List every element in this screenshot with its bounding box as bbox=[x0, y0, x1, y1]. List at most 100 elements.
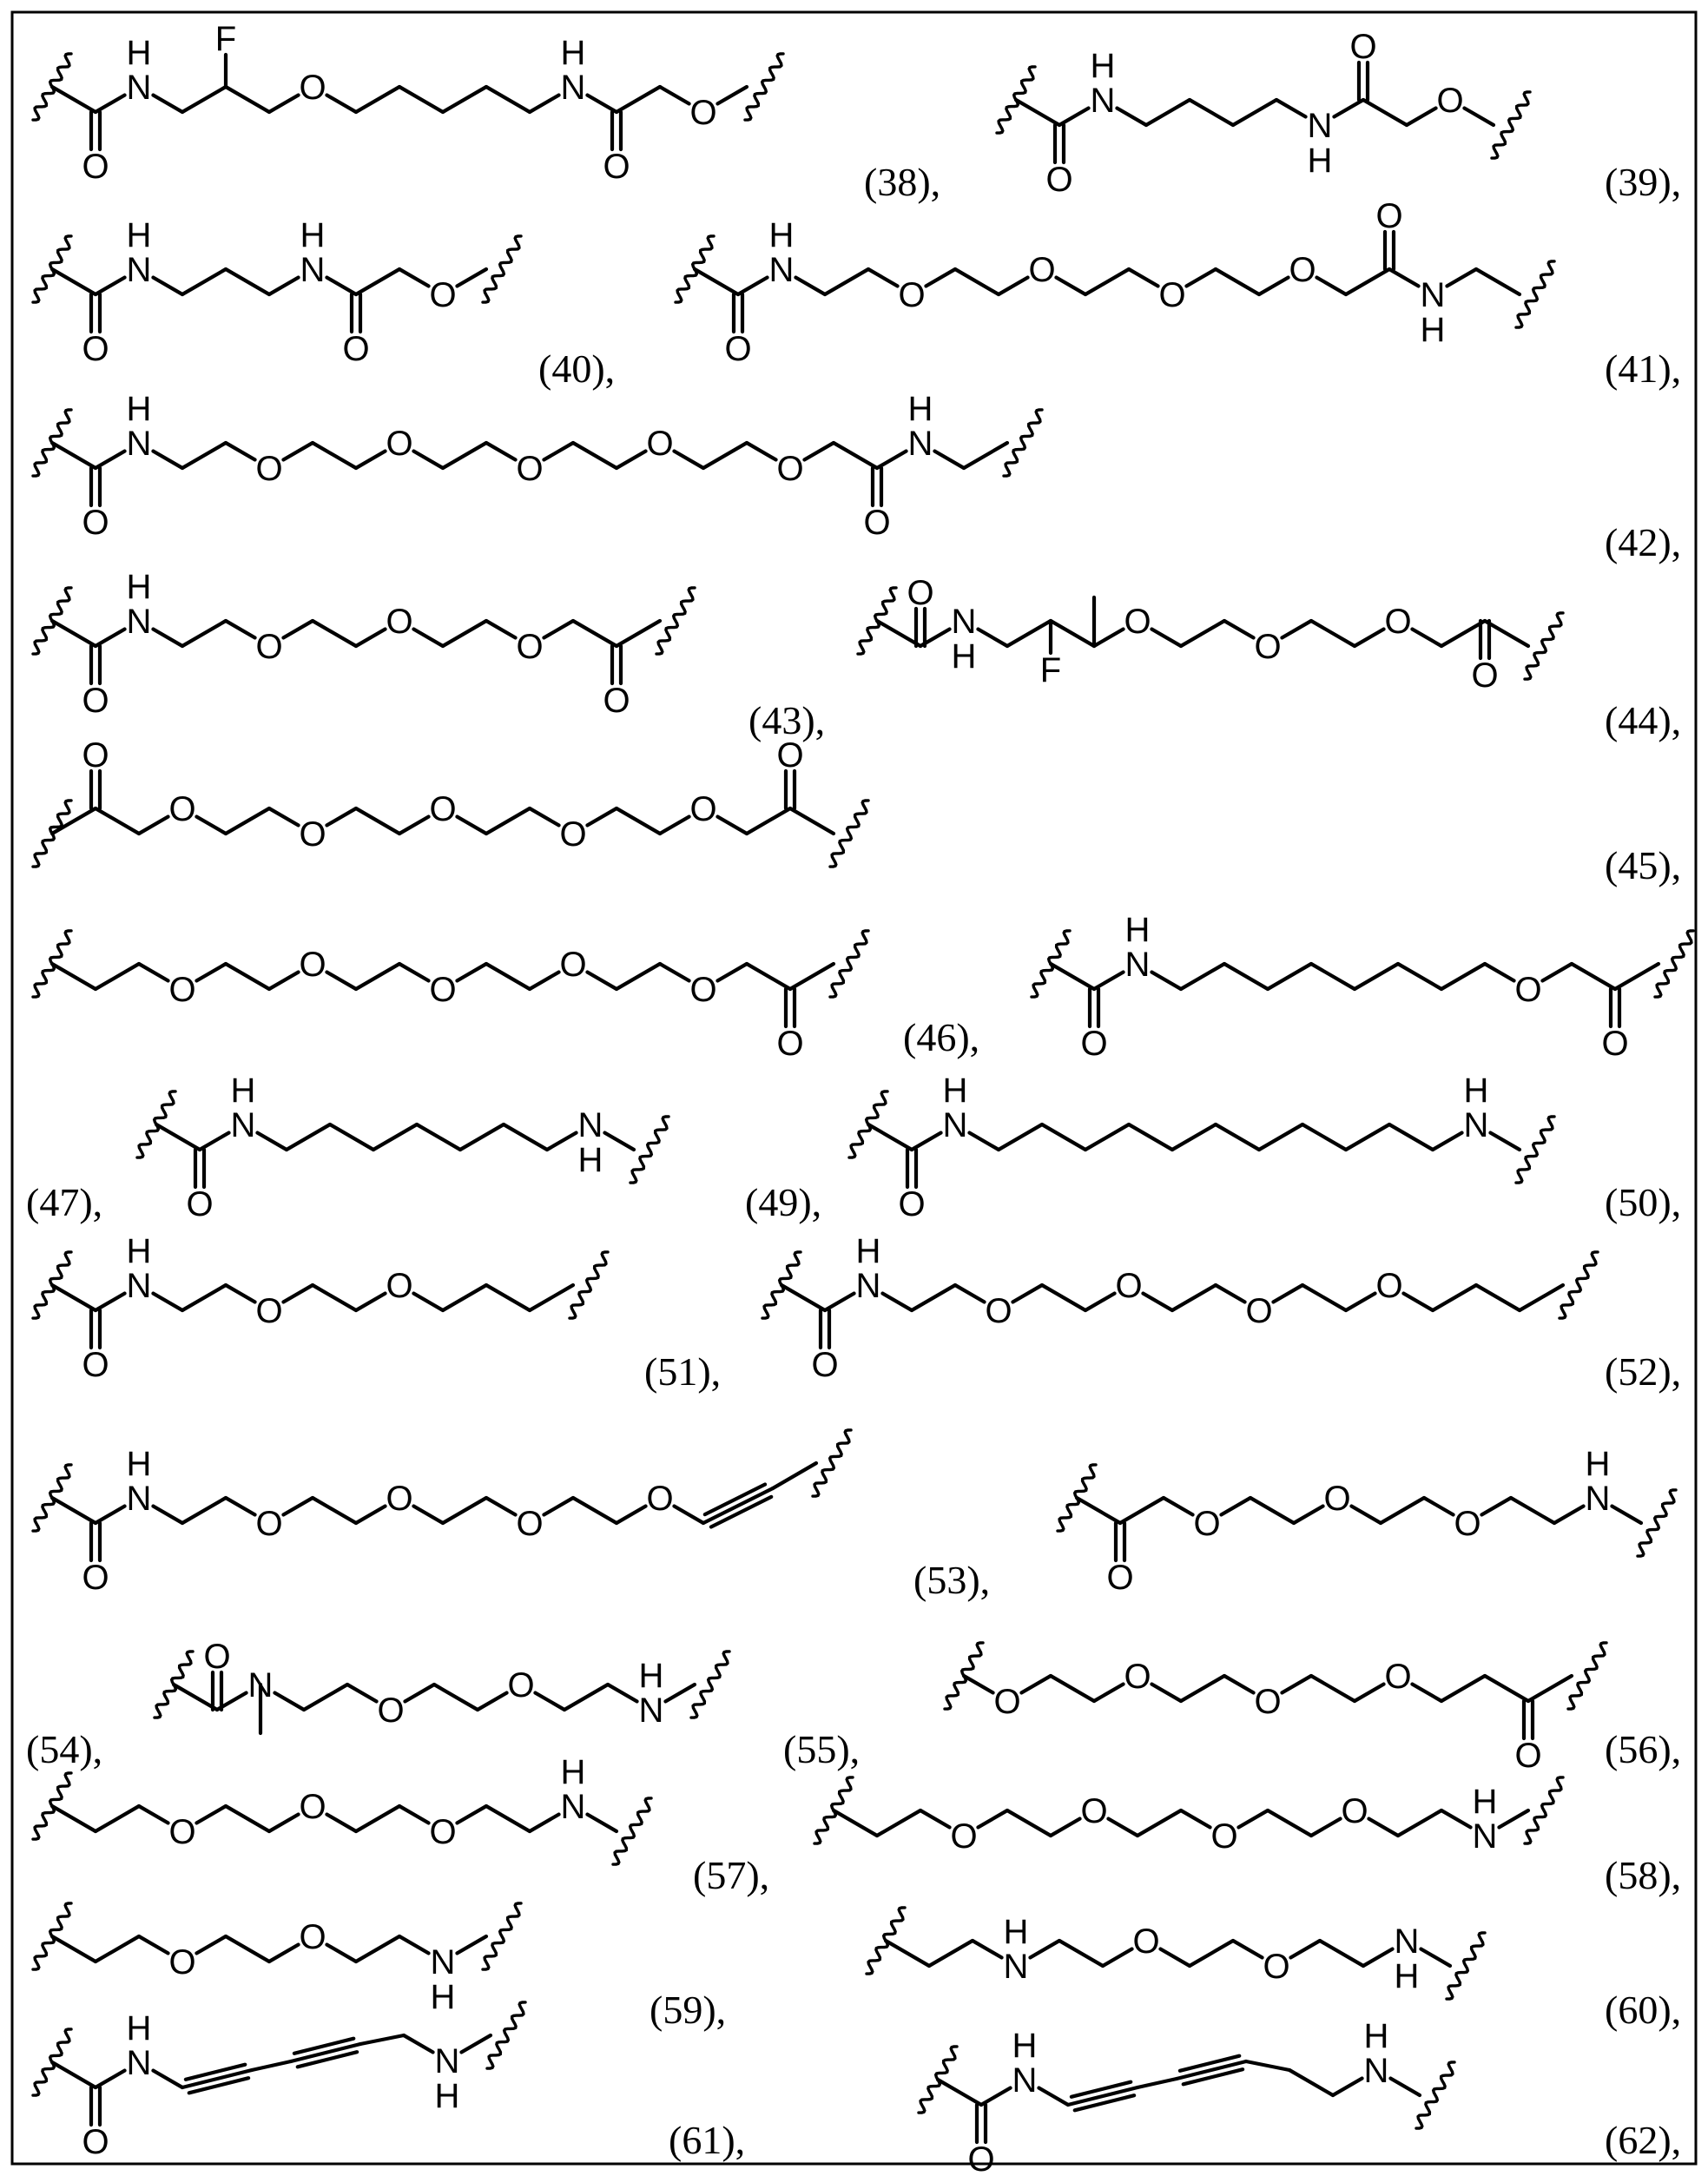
carbonyl-oxygen: O bbox=[82, 1346, 109, 1384]
bond bbox=[781, 1285, 825, 1310]
attachment-point-wavy bbox=[1516, 261, 1554, 327]
bond bbox=[196, 964, 226, 980]
bond bbox=[257, 1133, 287, 1150]
oxygen-atom: O bbox=[1436, 82, 1463, 120]
bond bbox=[413, 452, 443, 468]
bond bbox=[269, 96, 299, 112]
bond bbox=[1441, 1810, 1471, 1827]
oxygen-atom: O bbox=[1323, 1480, 1350, 1518]
bond bbox=[1311, 1676, 1355, 1701]
attachment-point-wavy bbox=[630, 1117, 669, 1183]
bond bbox=[1368, 1819, 1398, 1836]
oxygen-atom: O bbox=[429, 1813, 456, 1851]
bond bbox=[1233, 1941, 1263, 1957]
structure-47: ONHNH bbox=[137, 1072, 669, 1223]
bond bbox=[457, 817, 486, 834]
oxygen-atom: O bbox=[516, 1505, 543, 1543]
oxygen-atom: O bbox=[1124, 603, 1151, 641]
bond bbox=[868, 1124, 912, 1150]
bond bbox=[1012, 1285, 1042, 1302]
structure-44: ONHFOOOO bbox=[858, 574, 1563, 695]
oxygen-atom: O bbox=[1375, 1267, 1402, 1305]
bond bbox=[182, 443, 226, 468]
bond bbox=[153, 278, 182, 294]
bond bbox=[356, 964, 399, 989]
attachment-point-wavy bbox=[1416, 2062, 1454, 2128]
nitrogen-atom: N bbox=[1091, 82, 1116, 120]
structure-54: ONOONH bbox=[155, 1638, 729, 1733]
bond bbox=[660, 87, 689, 103]
bond bbox=[617, 1507, 646, 1523]
bond bbox=[1051, 1819, 1080, 1836]
compound-label-45: (45), bbox=[1605, 843, 1681, 887]
carbonyl-oxygen: O bbox=[82, 2123, 109, 2161]
bond bbox=[52, 1285, 96, 1310]
oxygen-atom: O bbox=[1341, 1792, 1368, 1830]
bond bbox=[530, 1285, 573, 1310]
hydrogen-atom: H bbox=[943, 1072, 968, 1110]
bond bbox=[330, 1124, 373, 1150]
compound-label-47: (47), bbox=[26, 1180, 102, 1224]
bond bbox=[1351, 1507, 1381, 1523]
bond bbox=[356, 1294, 386, 1310]
attachment-point-wavy bbox=[33, 236, 71, 302]
bond bbox=[1355, 964, 1398, 989]
bond bbox=[695, 269, 738, 294]
oxygen-atom: O bbox=[299, 1788, 326, 1826]
hydrogen-atom: H bbox=[127, 568, 152, 606]
bond bbox=[1289, 2070, 1333, 2095]
attachment-point-wavy bbox=[1516, 1117, 1554, 1183]
bond bbox=[96, 452, 125, 468]
bond bbox=[52, 87, 96, 112]
attachment-point-wavy bbox=[849, 1091, 887, 1157]
bond bbox=[486, 964, 530, 989]
oxygen-atom: O bbox=[898, 276, 925, 314]
bond bbox=[1224, 964, 1268, 989]
bond bbox=[1273, 1285, 1302, 1302]
hydrogen-atom: H bbox=[127, 2009, 152, 2047]
fluorine-atom: F bbox=[1040, 651, 1061, 689]
structure-62: ONHNH bbox=[919, 2017, 1454, 2176]
bond bbox=[804, 443, 834, 459]
nitrogen-atom: N bbox=[561, 69, 586, 107]
bond bbox=[973, 1941, 1002, 1957]
bond bbox=[1441, 1676, 1485, 1701]
compound-label-49: (49), bbox=[745, 1180, 821, 1224]
bond bbox=[269, 973, 299, 989]
bond bbox=[313, 443, 356, 468]
nitrogen-atom: N bbox=[431, 1943, 456, 1981]
bond bbox=[269, 1815, 299, 1831]
bond bbox=[174, 1685, 217, 1710]
bond bbox=[978, 1810, 1007, 1827]
nitrogen-atom: N bbox=[908, 425, 933, 463]
bond bbox=[773, 1463, 816, 1488]
attachment-point-wavy bbox=[33, 801, 71, 867]
attachment-point-wavy bbox=[1568, 1643, 1606, 1709]
oxygen-atom: O bbox=[299, 946, 326, 984]
bond bbox=[1333, 2079, 1362, 2095]
oxygen-atom: O bbox=[1115, 1267, 1142, 1305]
bond bbox=[1476, 269, 1520, 294]
bond bbox=[535, 1693, 564, 1710]
carbonyl-oxygen: O bbox=[1080, 1025, 1107, 1063]
bond bbox=[1464, 109, 1494, 125]
bond bbox=[660, 817, 689, 834]
bond bbox=[226, 964, 269, 989]
bond bbox=[486, 1498, 516, 1514]
nitrogen-atom: N bbox=[769, 251, 795, 289]
bond bbox=[564, 1685, 608, 1710]
hydrogen-atom: H bbox=[856, 1232, 881, 1270]
bond bbox=[877, 1810, 920, 1836]
hydrogen-atom: H bbox=[1012, 2027, 1038, 2065]
bond bbox=[978, 630, 1007, 646]
bond bbox=[269, 808, 299, 825]
bond bbox=[1190, 100, 1233, 125]
bond bbox=[717, 87, 747, 103]
bond bbox=[705, 1485, 765, 1515]
bond bbox=[1216, 1124, 1259, 1150]
bond bbox=[790, 808, 834, 834]
attachment-point-wavy bbox=[1638, 1490, 1676, 1556]
bond bbox=[96, 2071, 125, 2087]
hydrogen-atom: H bbox=[952, 637, 977, 676]
